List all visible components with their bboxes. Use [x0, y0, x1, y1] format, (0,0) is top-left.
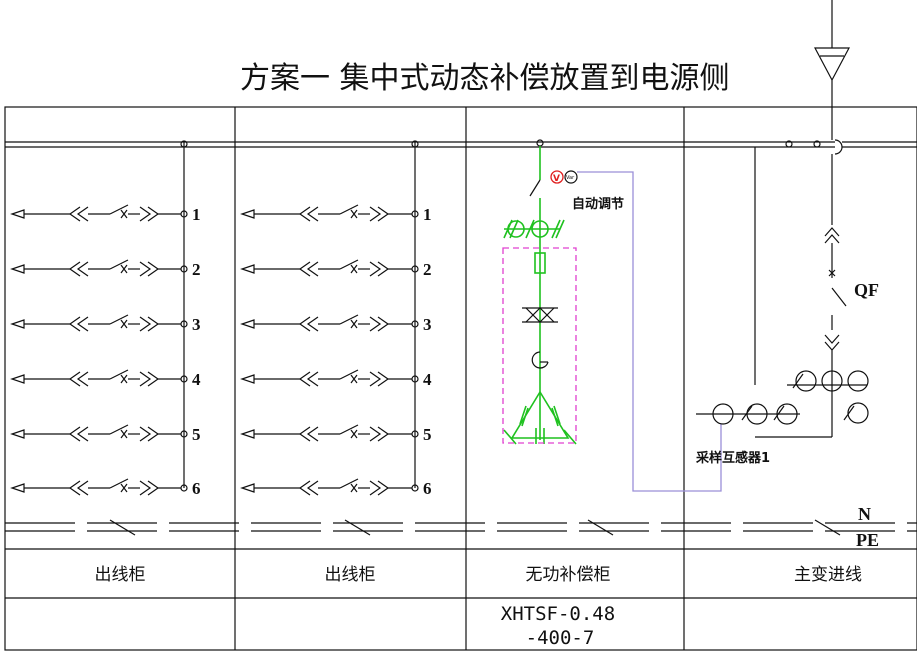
- reactor-icon: [531, 351, 549, 369]
- cabinet-model-line1: XHTSF-0.48: [501, 603, 615, 625]
- cabinet-name: 出线柜: [95, 565, 146, 585]
- capacitor-bank-icon: [503, 390, 577, 445]
- feeder-circuit: [10, 478, 188, 496]
- feeder-number: 3: [192, 315, 201, 334]
- feeder-number: 3: [423, 315, 432, 334]
- cabinet-model-line2: -400-7: [526, 627, 595, 649]
- feeder-number: 5: [423, 425, 432, 444]
- n-pe-busbar: [5, 519, 917, 536]
- var-meter-icon: Var: [564, 170, 578, 184]
- feeder-circuit: [240, 259, 419, 277]
- cabinet-name: 出线柜: [325, 565, 376, 585]
- feeder-number: 6: [423, 479, 432, 498]
- feeder-cabinet-2-circuits: [240, 140, 419, 496]
- cabinet-name: 无功补偿柜: [526, 565, 611, 585]
- fuse-icon: [534, 252, 546, 274]
- feeder-circuit: [240, 424, 419, 442]
- voltage-meter-icon: V: [550, 170, 564, 184]
- feeder-number: 1: [192, 205, 201, 224]
- feeder-number: 1: [423, 205, 432, 224]
- ct-label: 采样互感器1: [695, 450, 770, 466]
- feeder-cabinet-1-circuits: [10, 140, 188, 496]
- svg-text:Var: Var: [566, 175, 575, 181]
- breaker-label: QF: [854, 280, 879, 300]
- feeder-number: 2: [192, 260, 201, 279]
- feeder-number: 5: [192, 425, 201, 444]
- feeder-circuit: [10, 369, 188, 387]
- auto-adjust-label: 自动调节: [572, 196, 624, 212]
- diagram-title: 方案一 集中式动态补偿放置到电源侧: [240, 61, 730, 96]
- cabinet-name: 主变进线: [794, 565, 862, 585]
- incoming-transformer: [696, 0, 869, 438]
- compensation-branch: [503, 139, 577, 445]
- control-signal-line: [577, 171, 722, 492]
- thyristor-icon: [522, 307, 558, 323]
- main-busbar: [5, 139, 917, 155]
- feeder-circuit: [240, 314, 419, 332]
- feeder-circuit: [240, 369, 419, 387]
- compensation-module-box: [502, 247, 577, 444]
- feeder-number: 4: [192, 370, 201, 389]
- phase-ct-row: [503, 219, 565, 239]
- feeder-circuit: [10, 314, 188, 332]
- feeder-circuit: [10, 424, 188, 442]
- feeder-number: 6: [192, 479, 201, 498]
- svg-text:V: V: [553, 174, 560, 184]
- bus-label-pe: PE: [856, 530, 879, 550]
- feeder-circuit: [10, 204, 188, 222]
- feeder-number: 4: [423, 370, 432, 389]
- feeder-number: 2: [423, 260, 432, 279]
- drawing-frame: [4, 106, 917, 651]
- bus-label-n: N: [858, 504, 871, 524]
- feeder-circuit: [10, 259, 188, 277]
- feeder-circuit: [240, 478, 419, 496]
- feeder-circuit: [240, 204, 419, 222]
